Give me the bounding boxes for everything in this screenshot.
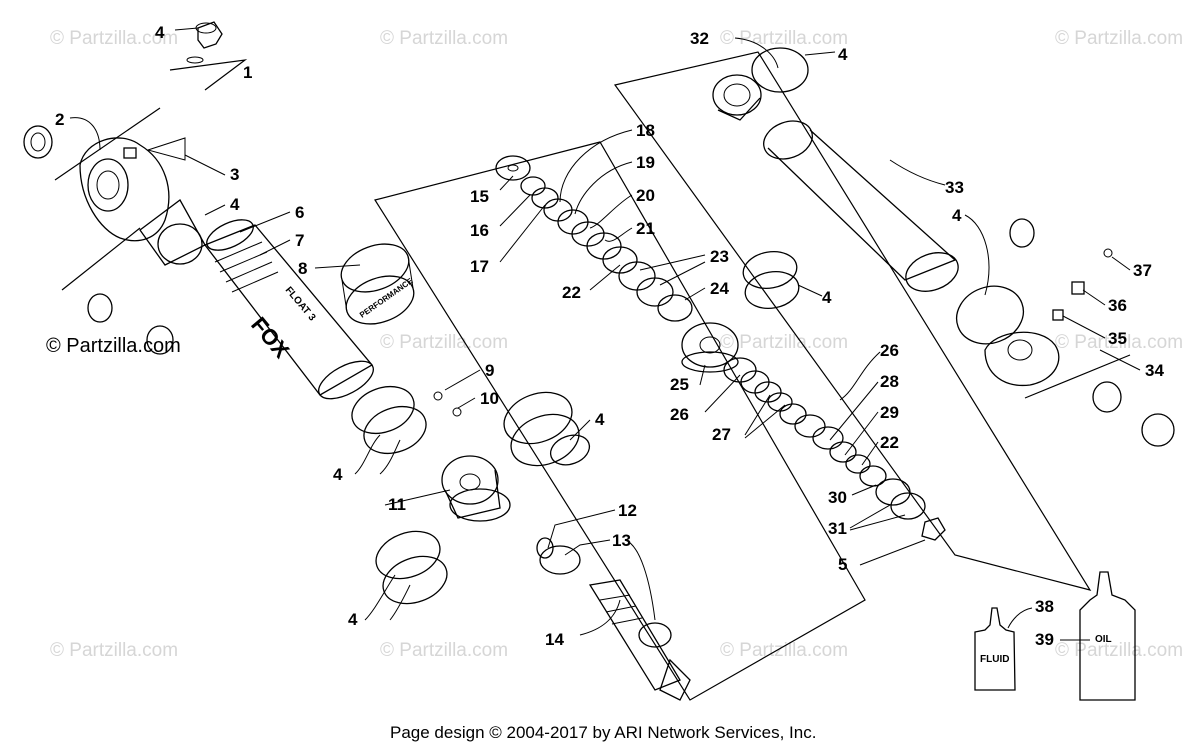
reservoir	[712, 47, 959, 292]
callout-29: 29	[880, 403, 899, 422]
callout-12: 12	[618, 501, 637, 520]
shock-shaft	[536, 537, 691, 701]
valve-body	[681, 251, 800, 373]
callout-11: 11	[388, 495, 406, 514]
shim-stack-lower	[723, 357, 946, 541]
callout-4: 4	[333, 465, 343, 484]
watermark: © Partzilla.com	[50, 640, 178, 661]
callout-22: 22	[562, 283, 581, 302]
watermark: © Partzilla.com	[1055, 640, 1183, 661]
shock-eye-lower	[955, 218, 1175, 447]
performance-band: PERFORMANCE	[340, 243, 415, 325]
watermark: © Partzilla.com	[1055, 332, 1183, 353]
watermark: © Partzilla.com	[380, 640, 508, 661]
callout-22: 22	[880, 433, 899, 452]
callout-26: 26	[670, 405, 689, 424]
callout-17: 17	[470, 257, 489, 276]
fluid-bottle-label: FLUID	[980, 654, 1009, 665]
callout-19: 19	[636, 153, 655, 172]
callout-4: 4	[822, 288, 832, 307]
callout-34: 34	[1145, 361, 1164, 380]
callout-7: 7	[295, 231, 304, 250]
page-footer: Page design © 2004-2017 by ARI Network S…	[390, 723, 816, 742]
piston-assembly	[441, 455, 511, 522]
oil-bottle-label: OIL	[1095, 634, 1112, 645]
callout-28: 28	[880, 372, 899, 391]
callout-23: 23	[710, 247, 729, 266]
callout-18: 18	[636, 121, 655, 140]
callout-39: 39	[1035, 630, 1054, 649]
callout-5: 5	[838, 555, 847, 574]
shock-model-label: FLOAT 3	[283, 285, 318, 324]
watermark: © Partzilla.com	[380, 28, 508, 49]
watermark: © Partzilla.com	[1055, 28, 1183, 49]
watermark: © Partzilla.com	[380, 332, 508, 353]
callout-8: 8	[298, 259, 307, 278]
oil-bottle: OIL	[1079, 571, 1136, 701]
callout-37: 37	[1133, 261, 1152, 280]
callout-1: 1	[243, 63, 252, 82]
callout-38: 38	[1035, 597, 1054, 616]
watermark: © Partzilla.com	[720, 332, 848, 353]
callout-30: 30	[828, 488, 847, 507]
callout-33: 33	[945, 178, 964, 197]
callout-6: 6	[295, 203, 304, 222]
callout-24: 24	[710, 279, 729, 298]
callout-4: 4	[952, 206, 962, 225]
callout-31: 31	[828, 519, 847, 538]
callout-26: 26	[880, 341, 899, 360]
callout-16: 16	[470, 221, 489, 240]
seal-rings-left	[351, 385, 591, 605]
shock-body: FOX FLOAT 3	[203, 219, 374, 400]
callout-4: 4	[838, 45, 848, 64]
callout-4: 4	[230, 195, 240, 214]
callout-32: 32	[690, 29, 709, 48]
callout-20: 20	[636, 186, 655, 205]
leader-lines	[69, 27, 1141, 641]
shock-brand-label: FOX	[246, 312, 294, 363]
callout-27: 27	[712, 425, 731, 444]
callout-3: 3	[230, 165, 239, 184]
callout-25: 25	[670, 375, 689, 394]
callout-4: 4	[155, 23, 165, 42]
watermark: © Partzilla.com	[720, 28, 848, 49]
watermark: © Partzilla.com	[720, 640, 848, 661]
callout-21: 21	[636, 219, 655, 238]
callout-13: 13	[612, 531, 631, 550]
callout-10: 10	[480, 389, 499, 408]
callout-2: 2	[55, 110, 64, 129]
callout-14: 14	[545, 630, 564, 649]
fluid-bottle: FLUID	[974, 607, 1016, 691]
callout-4: 4	[595, 410, 605, 429]
callout-labels: 1 2 3 4 4 4 4 4 4 4 4 5 6 7 8 9 10 11 12…	[55, 23, 1164, 649]
callout-15: 15	[470, 187, 489, 206]
assembly-outlines	[54, 51, 1131, 701]
callout-36: 36	[1108, 296, 1127, 315]
shim-stack-upper	[495, 155, 693, 322]
callout-35: 35	[1108, 329, 1127, 348]
callout-4: 4	[348, 610, 358, 629]
watermark-layer: © Partzilla.com © Partzilla.com © Partzi…	[50, 28, 1183, 661]
callout-9: 9	[485, 361, 494, 380]
shock-body-top	[23, 125, 206, 355]
watermark: © Partzilla.com	[50, 28, 178, 49]
